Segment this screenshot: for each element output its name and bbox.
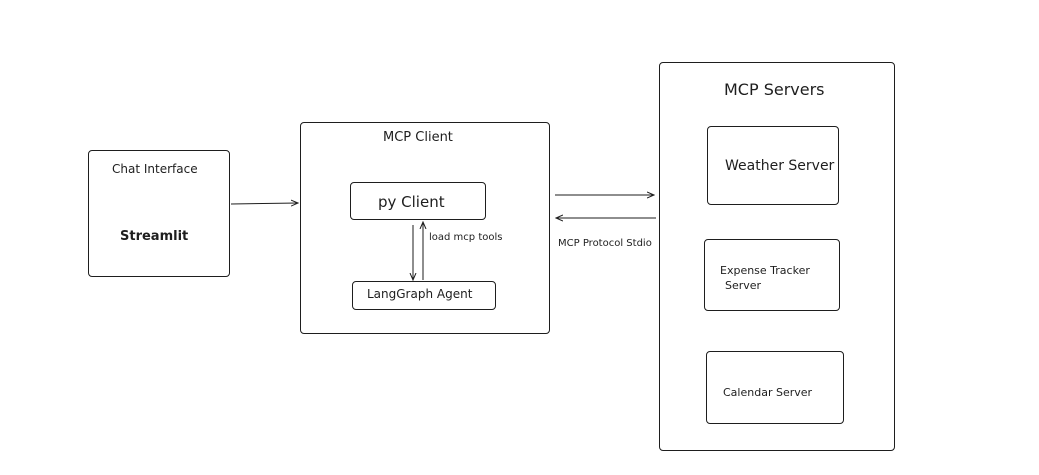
calendar-server-label: Calendar Server	[723, 386, 813, 399]
streamlit-label: Streamlit	[120, 229, 189, 244]
expense-tracker-server-box: Expense Tracker Server	[704, 239, 840, 311]
py-client-label: py Client	[378, 193, 445, 211]
arrow-chat-to-client	[230, 203, 298, 204]
langgraph-agent-label: LangGraph Agent	[367, 287, 473, 301]
mcp-client-box: MCP Client	[300, 122, 550, 334]
expense-tracker-label-line2: Server	[725, 279, 762, 292]
chat-interface-box: Chat Interface Streamlit	[88, 150, 230, 277]
chat-interface-title: Chat Interface	[112, 162, 198, 176]
mcp-client-title: MCP Client	[383, 130, 453, 145]
calendar-server-box: Calendar Server	[706, 351, 844, 424]
mcp-servers-box: MCP Servers	[659, 62, 895, 451]
langgraph-agent-box: LangGraph Agent	[352, 281, 496, 310]
load-mcp-tools-label: load mcp tools	[429, 232, 503, 243]
protocol-label: MCP Protocol Stdio	[558, 238, 652, 249]
expense-tracker-label-line1: Expense Tracker	[720, 264, 810, 277]
py-client-box: py Client	[350, 182, 486, 220]
mcp-servers-title: MCP Servers	[724, 80, 825, 99]
weather-server-box: Weather Server	[707, 126, 839, 205]
weather-server-label: Weather Server	[725, 158, 835, 174]
